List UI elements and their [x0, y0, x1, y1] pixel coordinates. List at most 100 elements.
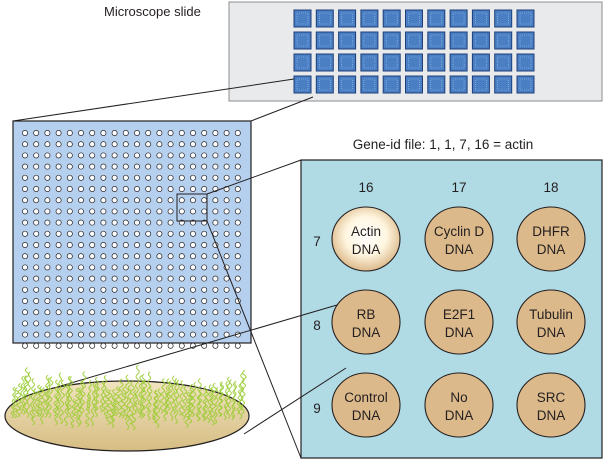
- array-spot: [89, 320, 96, 327]
- array-spot: [44, 264, 51, 271]
- slide-tile-pattern: [341, 56, 353, 69]
- array-spot: [178, 197, 185, 204]
- array-spot: [89, 230, 96, 237]
- array-spot: [33, 141, 40, 148]
- dna-strand: [195, 378, 202, 422]
- array-spot: [234, 275, 241, 282]
- array-spot: [167, 163, 174, 170]
- slide-tile: [338, 31, 357, 50]
- array-spot: [111, 309, 118, 316]
- slide-tile: [382, 31, 401, 50]
- slide-tile: [449, 9, 468, 28]
- array-spot: [223, 152, 230, 159]
- dna-spot-type: DNA: [352, 325, 381, 340]
- array-spot: [78, 342, 84, 349]
- array-spot: [100, 230, 107, 237]
- row-label-7: 7: [313, 234, 321, 249]
- array-spot: [190, 264, 196, 271]
- slide-tile: [338, 9, 357, 28]
- array-spot: [66, 152, 73, 159]
- dna-strand: [45, 377, 51, 415]
- array-spot: [134, 130, 140, 136]
- dna-strand: [40, 387, 46, 425]
- slide-tile: [494, 31, 513, 50]
- dna-strand: [191, 382, 197, 417]
- slide-tile: [516, 31, 535, 50]
- array-spot: [178, 163, 185, 170]
- array-spot: [201, 208, 208, 215]
- array-spot: [167, 197, 174, 204]
- array-spot: [212, 230, 219, 237]
- array-spot: [234, 264, 241, 271]
- array-spot: [234, 320, 241, 327]
- array-spot: [201, 230, 208, 237]
- array-spot: [167, 219, 174, 226]
- array-spot: [156, 286, 163, 293]
- array-spot: [111, 242, 118, 248]
- slide-tile: [293, 75, 312, 94]
- array-spot: [178, 208, 185, 215]
- array-spot: [22, 130, 28, 136]
- slide-tile-pattern: [452, 78, 465, 91]
- slide-tile: [293, 9, 312, 28]
- dna-strand: [37, 386, 44, 417]
- array-spot: [145, 186, 152, 192]
- dna-strand: [43, 374, 50, 418]
- array-spot: [78, 152, 84, 159]
- slide-tile-pattern: [296, 78, 309, 91]
- array-spot: [122, 186, 129, 192]
- gene-id-label: Gene-id file: 1, 1, 7, 16 = actin: [353, 137, 533, 152]
- slide-tile: [427, 9, 446, 28]
- array-spot: [100, 264, 107, 271]
- array-spot: [89, 152, 96, 159]
- array-spot: [167, 174, 174, 181]
- array-spot: [190, 141, 196, 148]
- dna-strand: [123, 374, 130, 421]
- slide-tile-pattern: [318, 34, 331, 47]
- microscope-slide: Microscope slide: [104, 1, 603, 102]
- array-spot: [66, 275, 73, 282]
- array-spot: [134, 208, 140, 215]
- array-spot: [22, 242, 28, 248]
- array-spot: [78, 309, 84, 316]
- slide-tile-pattern: [363, 78, 376, 91]
- dna-spot-circle: [424, 289, 494, 355]
- array-spot: [66, 242, 73, 248]
- dna-strand: [103, 388, 110, 419]
- slide-tile-pattern: [408, 34, 420, 47]
- array-spot: [223, 242, 230, 248]
- dna-strand: [111, 397, 117, 428]
- array-spot: [201, 331, 208, 338]
- array-spot: [22, 186, 28, 192]
- dna-spot-type: DNA: [445, 242, 474, 257]
- array-spot: [55, 286, 62, 293]
- array-spot: [145, 230, 152, 237]
- slide-tile-pattern: [318, 56, 331, 69]
- array-spot: [44, 174, 51, 181]
- array-spot: [167, 186, 174, 192]
- array-spot: [55, 320, 62, 327]
- dna-strand: [224, 376, 231, 415]
- array-spot: [212, 253, 219, 260]
- array-spot: [212, 309, 219, 316]
- array-spot: [122, 331, 129, 338]
- array-spot: [78, 174, 84, 181]
- dna-spot-circle: [331, 372, 401, 438]
- dna-strand: [164, 378, 171, 415]
- array-spot: [100, 298, 107, 304]
- array-spot: [44, 141, 51, 148]
- array-spot: [145, 242, 152, 248]
- slide-tile-pattern: [296, 34, 309, 47]
- slide-tile-pattern: [452, 12, 465, 25]
- array-spot: [33, 253, 40, 260]
- array-spot: [122, 242, 129, 248]
- array-spot: [100, 286, 107, 293]
- array-spot: [22, 331, 28, 338]
- slide-tile-pattern: [497, 78, 510, 91]
- array-spot: [167, 141, 174, 148]
- array-spot: [22, 320, 28, 327]
- array-spot: [156, 174, 163, 181]
- array-spot: [78, 163, 84, 170]
- dna-strand: [101, 375, 108, 412]
- slide-tile: [494, 9, 513, 28]
